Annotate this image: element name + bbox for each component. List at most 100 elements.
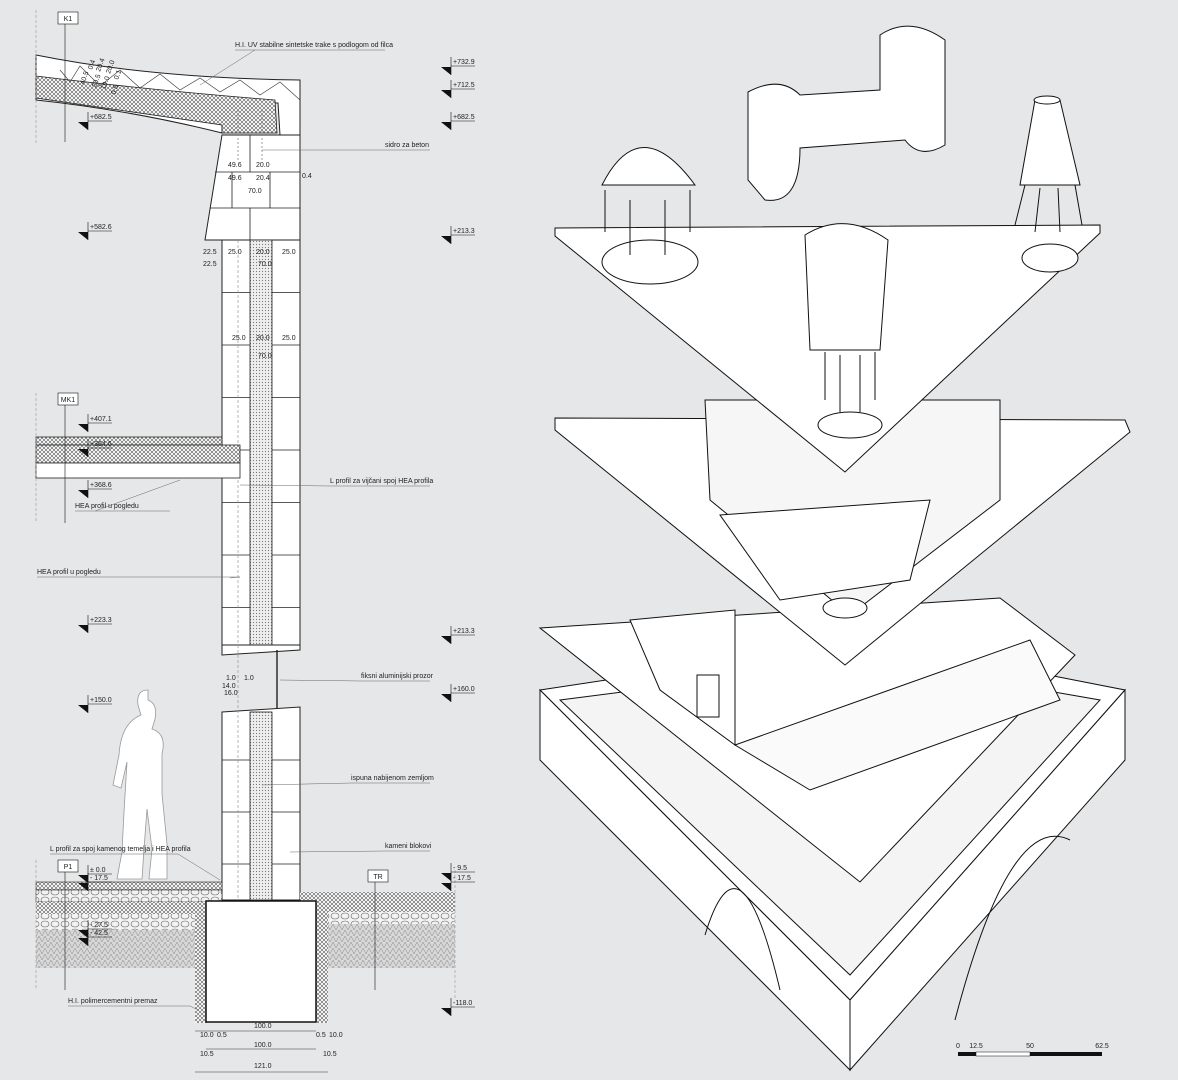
annotation: kameni blokovi xyxy=(289,843,432,853)
level-value: +213.3 xyxy=(453,628,475,635)
section-tag-label: K1 xyxy=(64,16,73,23)
section-tag: MK1 xyxy=(57,392,79,523)
annotation: sidro za beton xyxy=(262,142,430,151)
wall-dimension: 20.4 xyxy=(256,175,270,182)
annotation: L profil za spoj kamenog temeljа i HEA p… xyxy=(50,846,221,881)
roof-dimension: 40.5 xyxy=(79,70,90,85)
scale-bar-label: 0 xyxy=(956,1043,960,1050)
section-tag: K1 xyxy=(57,11,79,142)
foundation-dimension: 100.0 xyxy=(254,1023,272,1030)
foundation-dimension: 0.5 xyxy=(316,1032,326,1039)
level-marker: - 17.5 xyxy=(78,873,112,891)
foundation-dimension: 100.0 xyxy=(254,1042,272,1049)
section-tag-label: MK1 xyxy=(61,397,76,404)
exploded-axonometric xyxy=(538,25,1131,1072)
wall-dimension: 25.0 xyxy=(232,335,246,342)
foundation-dimension: 0.5 xyxy=(217,1032,227,1039)
wall-dimension: 70.0 xyxy=(258,353,272,360)
scale-bar xyxy=(958,1051,1102,1057)
level-marker: - 42.5 xyxy=(78,928,112,946)
level-value: - 27.5 xyxy=(90,922,108,929)
level-value: - 9.5 xyxy=(453,865,467,872)
level-marker: +364.6 xyxy=(78,439,112,457)
level-marker: +582.6 xyxy=(78,222,112,240)
section-tag: P1 xyxy=(57,859,79,990)
scale-bar-label: 62.5 xyxy=(1095,1043,1109,1050)
annotation: L profil za vijčani spoj HEA profila xyxy=(239,478,433,487)
wall-dimension: 1.0 xyxy=(244,675,254,682)
wall-dimension: 70.0 xyxy=(258,261,272,268)
level-marker: +682.5 xyxy=(78,112,112,130)
level-value: - 42.5 xyxy=(90,930,108,937)
level-value: +223.3 xyxy=(90,617,112,624)
annotation-text: HEA profil u pogledu xyxy=(75,503,139,510)
section-tag-label: TR xyxy=(373,874,382,881)
annotation-text: L profil za vijčani spoj HEA profila xyxy=(330,478,433,485)
annotation: fiksni aluminijski prozor xyxy=(279,673,434,682)
level-value: -118.0 xyxy=(453,1000,472,1007)
roof-dimension: 20.5 xyxy=(91,73,102,88)
wall-dimension: 22.5 xyxy=(203,261,217,268)
wall-dimension: 20.0 xyxy=(256,249,270,256)
wall-dimension: 1.0 xyxy=(226,675,236,682)
roof-dimension: 0.4 xyxy=(87,59,97,71)
wall-section xyxy=(221,239,301,901)
roof-dimension: 20.0 xyxy=(105,59,116,74)
annotation: H.I. polimercementni premaz xyxy=(68,998,199,1011)
wall-dimension: 0.4 xyxy=(302,173,312,180)
level-marker: +407.1 xyxy=(78,414,112,432)
foundation-dimension: 121.0 xyxy=(254,1063,272,1070)
wall-dimension: 49.6 xyxy=(228,175,242,182)
wall-dimension: 14.0 xyxy=(222,683,236,690)
annotation: HEA profil u pogledu xyxy=(37,569,241,579)
scale-bar-label: 50 xyxy=(1026,1043,1034,1050)
level-marker: +150.0 xyxy=(78,695,112,713)
level-value: +150.0 xyxy=(90,697,112,704)
roof-dimension: 20.4 xyxy=(95,57,106,72)
level-marker: +732.9 xyxy=(441,57,475,75)
level-value: ± 0.0 xyxy=(90,867,106,874)
wall-dimension: 49.6 xyxy=(228,162,242,169)
annotation: H.I. UV stabilne sintetske trake s podlo… xyxy=(199,42,393,86)
section-tag: TR xyxy=(367,869,389,990)
scale-bar-label: 12.5 xyxy=(969,1043,983,1050)
roof-dimension: 0.5 xyxy=(110,84,120,96)
level-value: +582.6 xyxy=(90,224,112,231)
level-value: +682.5 xyxy=(90,114,112,121)
annotation-text: fiksni aluminijski prozor xyxy=(361,673,434,680)
annotation-text: sidro za beton xyxy=(385,142,429,149)
level-value: +368.6 xyxy=(90,482,112,489)
wall-dimension: 25.0 xyxy=(282,249,296,256)
annotation-text: kameni blokovi xyxy=(385,843,432,850)
annotation-text: H.I. polimercementni premaz xyxy=(68,998,158,1005)
level-value: +213.3 xyxy=(453,228,475,235)
human-figure-silhouette xyxy=(112,689,168,880)
level-value: - 17.5 xyxy=(90,875,108,882)
roof-dimension: 19.0 xyxy=(100,75,111,90)
level-value: - 17.5 xyxy=(453,875,471,882)
level-marker: +368.6 xyxy=(78,480,112,498)
wall-dimension: 20.0 xyxy=(256,162,270,169)
level-marker: +213.3 xyxy=(441,226,475,244)
level-marker: +160.0 xyxy=(441,684,475,702)
section-tag-label: P1 xyxy=(64,864,73,871)
level-marker: -118.0 xyxy=(441,998,475,1016)
ground-section xyxy=(35,881,455,1023)
level-marker: - 17.5 xyxy=(441,873,475,891)
wall-dimension: 70.0 xyxy=(248,188,262,195)
wall-dimension: 22.5 xyxy=(203,249,217,256)
level-marker: +213.3 xyxy=(441,626,475,644)
annotation-text: HEA profil u pogledu xyxy=(37,569,101,576)
annotation: HEA profil u pogledu xyxy=(75,479,181,512)
foundation-dimension: 10.5 xyxy=(200,1051,214,1058)
roof-section xyxy=(35,54,301,241)
roof-dimension: 0.1 xyxy=(113,69,123,81)
annotation-text: ispuna nabijenom zemljom xyxy=(351,775,434,782)
wall-dimension: 16.0 xyxy=(224,690,238,697)
level-marker: +223.3 xyxy=(78,615,112,633)
level-value: +682.5 xyxy=(453,114,475,121)
level-value: +364.6 xyxy=(90,441,112,448)
